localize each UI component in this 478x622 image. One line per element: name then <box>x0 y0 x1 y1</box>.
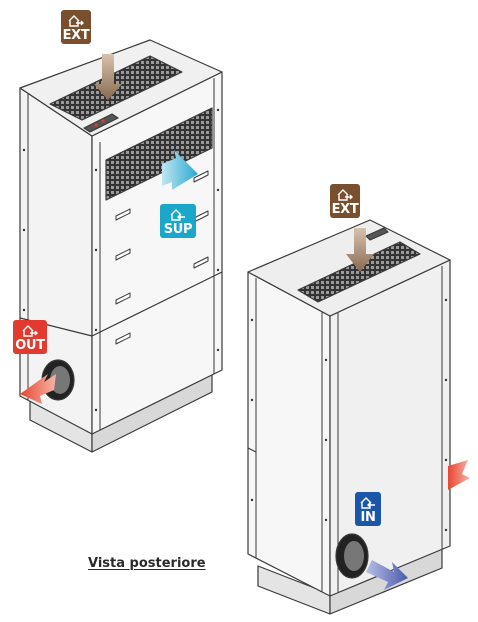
view-caption: Vista posteriore <box>88 556 206 571</box>
ext-front-arrow <box>94 54 122 100</box>
sup-badge: SUP <box>160 204 196 238</box>
right-exhaust-arrow <box>448 460 470 490</box>
ext-rear-arrow <box>346 228 374 272</box>
control-box <box>83 113 119 133</box>
ext-front-label: EXT <box>62 28 90 43</box>
in-badge: IN <box>355 492 381 526</box>
house-out-icon <box>22 325 38 337</box>
out-arrow <box>20 374 56 404</box>
house-exit-icon <box>68 15 84 27</box>
in-arrow <box>366 560 408 590</box>
ext-front-badge: EXT <box>61 10 91 44</box>
in-label: IN <box>360 510 376 525</box>
ext-rear-label: EXT <box>331 202 359 217</box>
sup-arrow <box>162 150 198 190</box>
rear-unit <box>247 219 451 615</box>
supply-grille <box>105 107 213 201</box>
sup-label: SUP <box>163 222 193 237</box>
out-label: OUT <box>15 338 45 353</box>
house-in-icon <box>360 497 375 509</box>
house-exit-icon <box>337 189 353 201</box>
house-supply-icon <box>170 209 185 221</box>
rear-main-panel <box>247 271 331 597</box>
ext-rear-badge: EXT <box>330 184 360 218</box>
out-badge: OUT <box>13 320 47 354</box>
